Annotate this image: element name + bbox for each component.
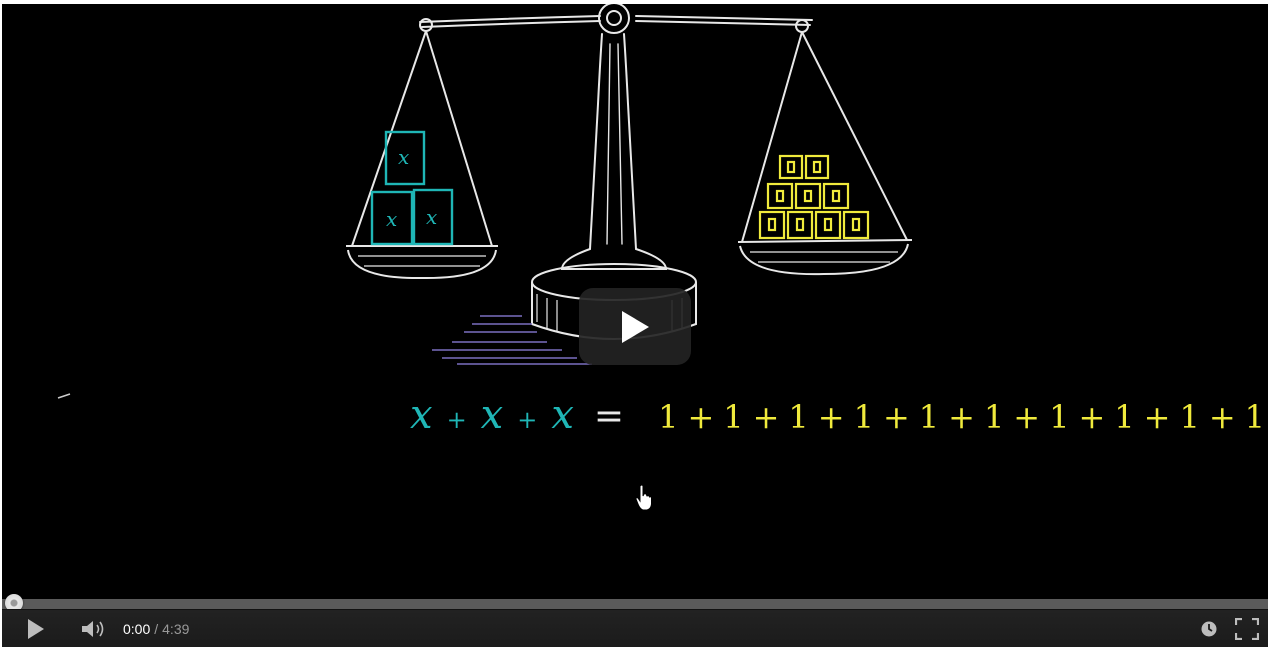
time-display: 0:00 / 4:39 — [123, 610, 189, 647]
scale-pivot — [598, 4, 630, 34]
current-time: 0:00 — [123, 621, 151, 637]
time-separator: / — [154, 621, 159, 637]
equation-plus: + — [446, 406, 467, 434]
volume-button[interactable] — [80, 610, 110, 647]
clock-icon — [1201, 621, 1217, 637]
fullscreen-icon — [1235, 618, 1259, 640]
svg-text:x: x — [426, 205, 437, 229]
unit-blocks — [758, 154, 870, 240]
video-player[interactable]: x x x x + x + x — [2, 4, 1268, 647]
play-icon — [622, 310, 649, 343]
right-pan — [737, 239, 913, 276]
play-button[interactable] — [26, 610, 54, 647]
video-frame[interactable]: x x x x + x + x — [2, 4, 1268, 599]
right-pan-strings — [741, 31, 908, 243]
watch-later-button[interactable] — [1200, 610, 1220, 647]
left-pan-strings — [351, 30, 493, 247]
left-pan — [346, 245, 498, 280]
balance-scale-drawing: x x x — [57, 4, 913, 399]
hand-cursor-icon — [635, 484, 652, 511]
volume-icon — [82, 621, 104, 637]
equation-plus: + — [517, 406, 538, 434]
stray-mark — [57, 393, 71, 399]
unknown-x-blocks: x x x — [370, 130, 454, 246]
play-icon — [28, 619, 44, 639]
fullscreen-button[interactable] — [1235, 610, 1261, 647]
svg-text:x: x — [398, 145, 409, 169]
scale-column — [560, 33, 668, 270]
progress-bar[interactable] — [2, 599, 1268, 609]
player-controls: 0:00 / 4:39 — [2, 609, 1268, 647]
equation-equals: = — [593, 396, 625, 437]
duration: 4:39 — [162, 621, 190, 637]
equation-term: x — [551, 392, 574, 438]
svg-text:x: x — [386, 207, 397, 231]
progress-handle[interactable] — [5, 594, 23, 612]
equation-term: x — [410, 392, 433, 438]
equation: x + x + x = 1+1+1+1+1+1+1+1+1+1 — [410, 392, 1268, 442]
big-play-button[interactable] — [579, 288, 691, 365]
base-shadow — [432, 315, 592, 365]
equation-term: x — [480, 392, 504, 438]
equation-right-side: 1+1+1+1+1+1+1+1+1+1 — [658, 398, 1268, 436]
